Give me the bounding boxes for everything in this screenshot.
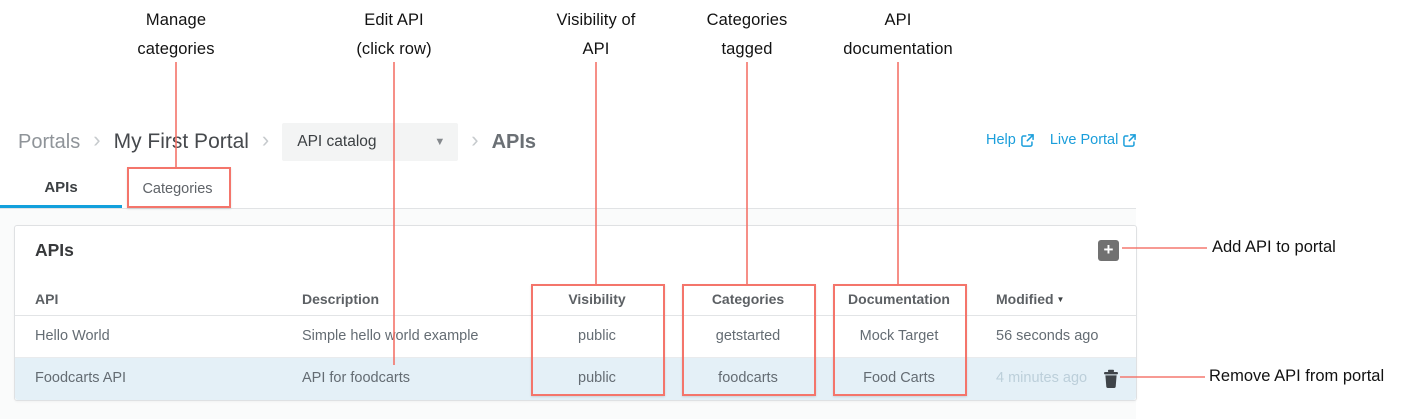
cell-visibility: public	[578, 328, 616, 344]
callout-line	[175, 62, 177, 168]
column-header-documentation: Documentation	[848, 291, 950, 307]
annotation-line: documentation	[843, 40, 953, 58]
cell-documentation: Food Carts	[863, 370, 935, 386]
annotation-line: categories	[137, 40, 215, 58]
cell-categories: foodcarts	[718, 370, 778, 386]
annotation-line: tagged	[721, 40, 773, 58]
api-catalog-dropdown-value: API catalog	[297, 133, 377, 150]
annotation-add-api: Add API to portal	[1212, 238, 1336, 256]
annotation-edit-api: Edit API (click row)	[314, 6, 474, 64]
breadcrumb-separator: ›	[471, 127, 479, 152]
help-link-label: Help	[986, 132, 1016, 148]
callout-line	[1120, 376, 1205, 378]
annotation-remove-api: Remove API from portal	[1209, 367, 1385, 385]
table-header-row: API Description Visibility Categories Do…	[15, 285, 1136, 316]
column-header-description: Description	[302, 291, 380, 307]
annotation-line: Manage	[145, 11, 207, 29]
live-portal-link[interactable]: Live Portal	[1050, 132, 1137, 148]
sort-descending-icon: ▼	[1056, 295, 1065, 304]
tab-apis[interactable]: APIs	[0, 170, 122, 208]
annotation-line: API	[884, 11, 912, 29]
breadcrumb: Portals › My First Portal › API catalog …	[18, 121, 536, 163]
external-link-icon	[1021, 133, 1034, 147]
breadcrumb-separator: ›	[93, 127, 101, 152]
column-header-api: API	[35, 291, 59, 307]
cell-api: Foodcarts API	[35, 370, 127, 386]
callout-line	[746, 62, 748, 284]
add-api-button[interactable]: +	[1098, 240, 1119, 261]
breadcrumb-my-first-portal[interactable]: My First Portal	[113, 130, 249, 153]
cell-modified: 4 minutes ago	[996, 370, 1088, 386]
cell-description: API for foodcarts	[302, 370, 410, 386]
annotation-line: Edit API	[364, 11, 424, 29]
external-link-icon	[1123, 133, 1137, 147]
annotation-line: Visibility of	[556, 11, 636, 29]
live-portal-link-label: Live Portal	[1049, 132, 1119, 148]
callout-line	[595, 62, 597, 284]
column-header-visibility: Visibility	[568, 291, 626, 307]
annotation-line: Categories	[706, 11, 788, 29]
cell-categories: getstarted	[715, 328, 781, 344]
panel-title: APIs	[35, 240, 74, 260]
tab-categories[interactable]: Categories	[142, 181, 213, 197]
help-link[interactable]: Help	[986, 132, 1034, 148]
callout-line	[1122, 247, 1207, 249]
chevron-down-icon: ▼	[434, 136, 446, 148]
callout-line	[897, 62, 899, 284]
annotation-api-documentation: API documentation	[818, 6, 978, 64]
annotation-line: API	[582, 40, 610, 58]
cell-documentation: Mock Target	[859, 328, 939, 344]
annotation-categories-tagged: Categories tagged	[667, 6, 827, 64]
column-header-modified[interactable]: Modified▼	[996, 291, 1064, 307]
annotation-line: (click row)	[356, 40, 432, 58]
column-header-modified-label: Modified	[996, 291, 1054, 307]
breadcrumb-portals[interactable]: Portals	[18, 130, 81, 153]
callout-line	[393, 62, 395, 365]
column-header-categories: Categories	[711, 291, 785, 307]
annotation-visibility: Visibility of API	[516, 6, 676, 64]
header-links: Help Live Portal	[986, 132, 1137, 148]
table-row-foodcarts-api[interactable]: Foodcarts API API for foodcarts public f…	[15, 358, 1136, 400]
tab-bar: APIs Categories	[0, 170, 1136, 209]
table-row-hello-world[interactable]: Hello World Simple hello world example p…	[15, 316, 1136, 358]
breadcrumb-current-apis: APIs	[491, 130, 537, 153]
cell-api: Hello World	[35, 328, 110, 344]
breadcrumb-separator: ›	[261, 127, 270, 152]
trash-icon[interactable]	[1103, 369, 1119, 388]
cell-visibility: public	[578, 370, 616, 386]
apis-panel: APIs + API Description Visibility Catego…	[14, 225, 1137, 401]
cell-modified: 56 seconds ago	[996, 328, 1099, 344]
cell-description: Simple hello world example	[302, 328, 479, 344]
annotation-manage-categories: Manage categories	[96, 6, 256, 64]
api-catalog-dropdown[interactable]: API catalog ▼	[282, 123, 459, 161]
